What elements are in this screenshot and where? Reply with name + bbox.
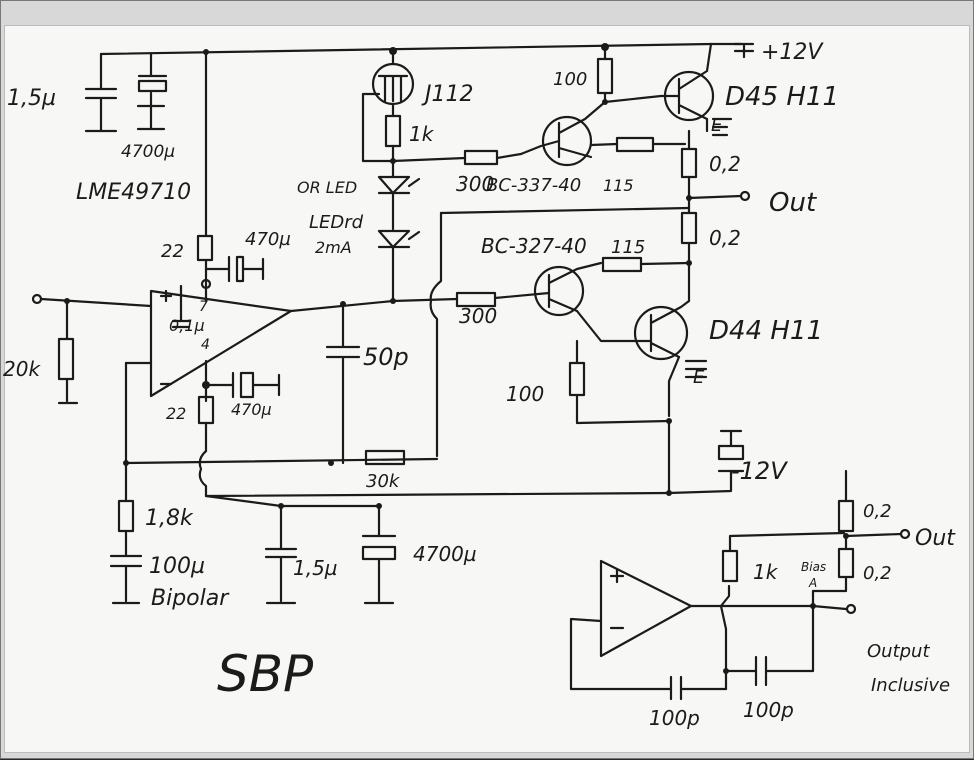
label-r18k: 1,8k	[145, 506, 194, 531]
feedback-down	[429, 211, 443, 458]
label-output: Output	[867, 641, 930, 662]
label-bias-a: A	[808, 576, 817, 590]
labels: 1,5µ 4700µ LME49710 J112 1k 100 +12V D45…	[3, 40, 956, 730]
label-bc327: BC-327-40	[481, 234, 587, 258]
transistor-d45h11	[659, 42, 733, 137]
label-jfet: J112	[421, 82, 473, 107]
op-amp	[149, 282, 293, 403]
label-r20k: 20k	[3, 357, 41, 381]
label-cap-470u-bottom: 470µ	[231, 400, 272, 419]
label-cap-100p-a: 100p	[649, 706, 700, 730]
label-r100-top: 100	[553, 69, 587, 90]
label-bc337: BC-337-40	[486, 175, 581, 196]
label-r02-a: 0,2	[709, 152, 741, 176]
transistor-bc337	[391, 100, 687, 167]
label-r02-b: 0,2	[709, 226, 741, 250]
label-r300-top: 300	[456, 172, 494, 196]
r22-bottom	[197, 371, 281, 453]
r100-top	[596, 45, 663, 105]
cap-50p	[325, 301, 361, 465]
transistor-bc327	[455, 256, 691, 317]
label-r22-top: 22	[161, 241, 184, 262]
label-led-2ma: 2mA	[315, 238, 352, 257]
feedback-wire	[439, 206, 691, 215]
label-cap-01u: 0,1µ	[169, 316, 205, 335]
label-led-or: OR LED	[297, 178, 357, 197]
decoupling-caps-bottom	[264, 504, 397, 605]
label-pin4: 4	[201, 337, 210, 353]
supply-pos-symbol	[733, 42, 755, 59]
label-cap-15u-top: 1,5µ	[7, 86, 56, 111]
label-pin7: 7	[199, 299, 208, 315]
label-cap-100u: 100µ	[149, 554, 205, 579]
label-out-main: Out	[769, 188, 817, 218]
led-stack	[377, 159, 421, 304]
top-rail	[99, 42, 743, 56]
r100-mid	[568, 339, 672, 496]
label-r100-mid: 100	[506, 382, 544, 406]
label-r1k-top: 1k	[409, 122, 435, 146]
label-cap-4700u-bottom: 4700µ	[413, 542, 477, 566]
label-bipolar: Bipolar	[151, 586, 230, 611]
label-r115-mid: 115	[611, 237, 645, 258]
label-r02-d: 0,2	[863, 563, 892, 584]
inset-circuit	[569, 469, 911, 701]
label-r1k-inset: 1k	[753, 560, 779, 584]
r18k-cap100u	[109, 461, 143, 605]
label-r300-mid: 300	[459, 304, 497, 328]
label-cap-470u-top: 470µ	[245, 229, 291, 250]
supply-neg	[667, 429, 745, 495]
label-out-inset: Out	[915, 526, 956, 551]
label-d45-e: E	[711, 115, 723, 136]
label-cap-15u-bottom: 1,5µ	[293, 556, 338, 580]
label-r30k: 30k	[366, 471, 401, 492]
label-r02-c: 0,2	[863, 501, 892, 522]
cap-01u	[171, 284, 191, 329]
label-pwr-neg: -12V	[731, 457, 788, 485]
jfet-j112	[361, 49, 415, 164]
label-cap-100p-b: 100p	[743, 698, 794, 722]
transistor-d44h11	[575, 299, 708, 418]
label-bias: Bias	[801, 560, 826, 574]
label-d45: D45 H11	[725, 82, 839, 112]
label-inclusive: Inclusive	[871, 675, 950, 696]
decoupling-caps-top	[84, 52, 168, 133]
label-cap-4700u-top: 4700µ	[121, 142, 175, 162]
label-led-rd: LEDrd	[309, 212, 364, 233]
label-d44: D44 H11	[709, 316, 823, 346]
input-node	[31, 293, 153, 405]
paper-sheet	[4, 25, 970, 753]
opamp-output-wire	[289, 297, 459, 313]
label-pwr-pos: +12V	[761, 40, 824, 65]
label-r22-bottom: 22	[166, 404, 186, 423]
label-cap-50p: 50p	[363, 343, 409, 371]
label-title: SBP	[217, 645, 314, 703]
label-d44-e: E	[693, 367, 705, 388]
label-r115-top: 115	[603, 176, 634, 195]
label-ic: LME49710	[76, 180, 191, 205]
